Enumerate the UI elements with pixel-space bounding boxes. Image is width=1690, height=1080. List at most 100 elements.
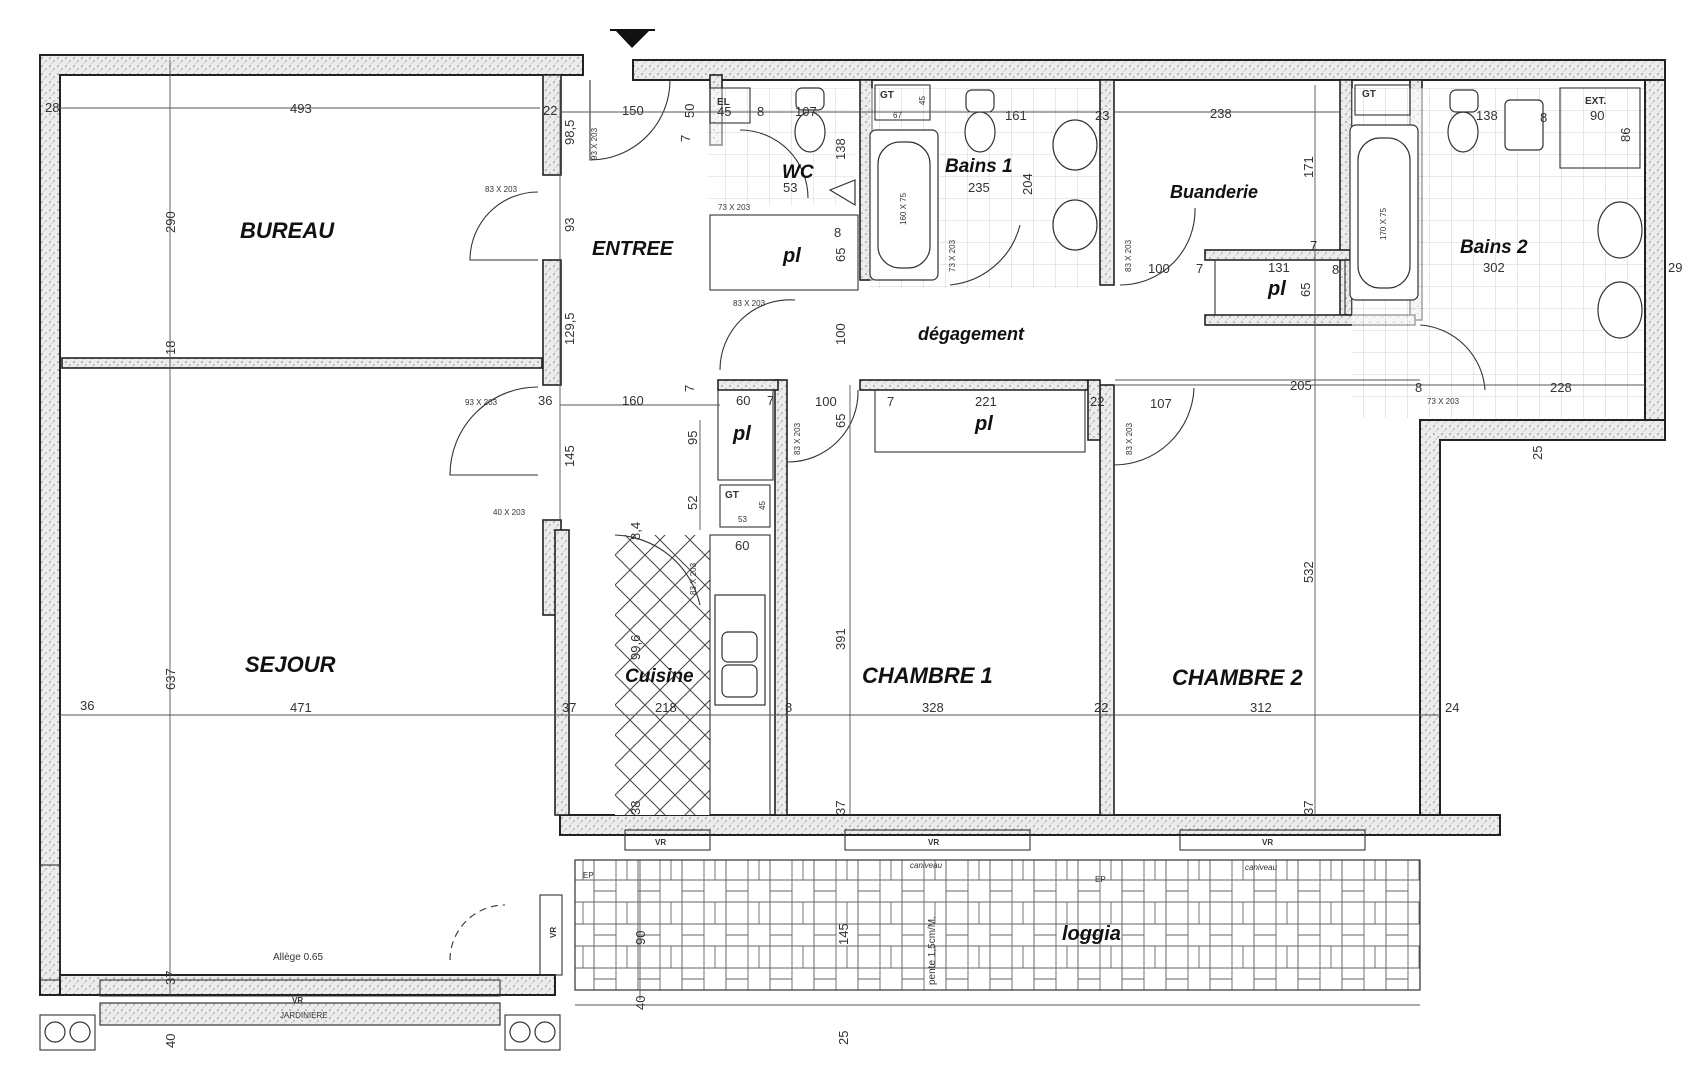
dim: 100 [833,323,848,345]
dim: 99,6 [628,635,643,660]
dim: 65 [1298,283,1313,297]
bathtub-2-size: 170 X 75 [1379,207,1388,240]
dim: 138 [833,138,848,160]
windows [39,829,1366,997]
closet-label-buanderie: pl [1267,278,1286,300]
dim: 160 [622,393,644,408]
sink-bains1-a [1052,119,1098,171]
dim: 312 [1250,700,1272,715]
door-bains1: 73 X 203 [948,239,957,272]
dim: 8 [834,225,841,240]
dim: 45 [717,104,731,119]
dim: 7 [767,393,774,408]
dim: 23 [1095,108,1109,123]
dim: 290 [163,211,178,233]
gt-box-bains1 [874,84,931,121]
label-vr-loggia: VR [549,927,558,938]
dim: 107 [1150,396,1172,411]
dim: 7 [682,385,697,392]
dim: 235 [968,180,990,195]
dim: 8 [1415,380,1422,395]
bidet-bains2 [1504,99,1544,151]
door-sejour: 93 X 203 [465,398,498,407]
label-vr-ch2: VR [1262,838,1273,847]
closet-entree [709,214,859,291]
door-pl-entree: 83 X 203 [733,299,766,308]
dim: 98,5 [562,120,577,145]
dim: 100 [815,394,837,409]
room-sejour: SEJOUR [245,652,336,677]
gt-box-bains2 [1354,84,1411,116]
toilet-bains2 [1447,111,1479,153]
dim: 391 [833,628,848,650]
label-jardiniere: JARDINIERE [280,1011,328,1020]
closet-label-entree: pl [782,245,801,267]
cuisine-worktop-hatch [615,535,710,815]
closet-label-chambre1: pl [974,413,993,435]
dim: 7 [887,394,894,409]
room-wc: WC [782,162,814,183]
dim: 150 [622,103,644,118]
dim: 22 [1094,700,1108,715]
sink-bains2-a [1597,201,1643,259]
exterior-walls [39,54,1666,996]
dim: 86 [1618,128,1633,142]
label-caniveau-2: caniveau [1245,863,1278,872]
dim: 38 [628,801,643,815]
entrance-marker [615,30,650,48]
wc-floor [707,88,855,206]
dim: 37 [562,700,576,715]
dim: 37 [833,801,848,815]
door-chambre2: 83 X 203 [1125,422,1134,455]
dim: 28 [45,100,59,115]
dim: 238 [1210,106,1232,121]
label-allege: Allège 0.65 [273,952,323,963]
label-pente: pente 1,5cm/M. [927,916,938,985]
label-el: EL [717,97,730,108]
room-cuisine: Cuisine [625,666,694,687]
dim: 302 [1483,260,1505,275]
sink-bains1-b [1052,199,1098,251]
dim: 90 [1590,108,1604,123]
loggia-pavers [574,859,1421,991]
room-bains2: Bains 2 [1460,237,1528,258]
toilet-bains1-tank [965,89,995,113]
dim: 8 [1332,262,1339,277]
room-chambre1: CHAMBRE 1 [862,663,993,688]
label-caniveau-1: caniveau [910,861,943,870]
door-bains2: 73 X 203 [1427,397,1460,406]
dim: 40 [633,996,648,1010]
dim: 145 [836,923,851,945]
dim: 107 [795,104,817,119]
jardiniere [99,1002,501,1026]
dim: 25 [1530,446,1545,460]
dim: 36 [538,393,552,408]
dim: 22 [543,103,557,118]
dim: 138 [1476,108,1498,123]
gt-box-cuisine [719,484,771,528]
dimension-numbers: 493 150 50 45 8 107 67 45 161 23 238 138… [45,96,1682,1048]
handbasin-wc [828,179,856,207]
kitchen-sink-bowl-1 [721,631,758,663]
door-sejour-2: 40 X 203 [493,508,526,517]
dim: 53 [783,180,797,195]
ext-box [1559,87,1641,169]
dim: 7 [678,135,693,142]
dimension-lines [60,60,1645,1006]
dim: 22 [1090,394,1104,409]
toilet-bains1 [964,111,996,153]
label-gt-cuisine: GT [725,490,739,501]
closet-buanderie [1214,259,1346,316]
dim: 8 [1540,110,1547,125]
dim: 7 [1196,261,1203,276]
dim: 18 [163,341,178,355]
dim: 100 [1148,261,1170,276]
room-degagement: dégagement [918,324,1025,344]
label-ep-2: EP [1095,875,1106,884]
dim: 218 [655,700,677,715]
door-chambre1: 83 X 203 [793,422,802,455]
door-cuisine: 83 X 203 [689,562,698,595]
dim: 228 [1550,380,1572,395]
room-bains1: Bains 1 [945,156,1013,177]
